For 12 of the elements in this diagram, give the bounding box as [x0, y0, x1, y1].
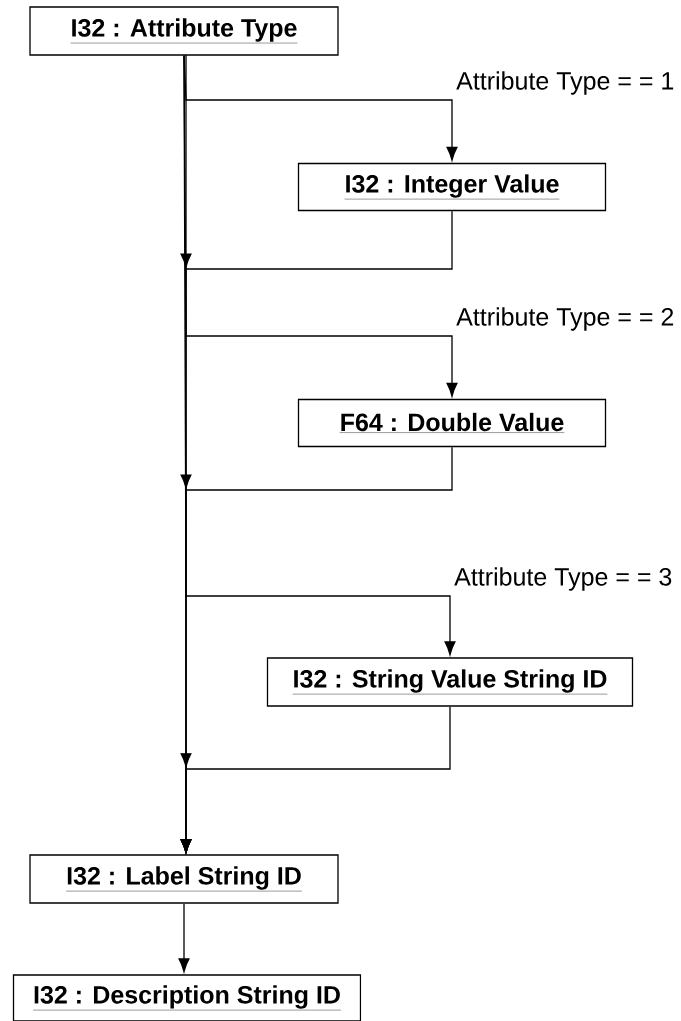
process-box: I32 : Integer Value	[297, 162, 607, 212]
process-box: I32 : Description String ID	[12, 974, 362, 1021]
edge-label: Attribute Type = = 1	[456, 71, 674, 95]
edge-label: Attribute Type = = 2	[456, 307, 674, 331]
process-box: I32 : Attribute Type	[29, 6, 339, 56]
edge-label: Attribute Type = = 3	[454, 567, 672, 591]
arrow	[183, 55, 456, 656]
arrow	[178, 903, 190, 973]
arrow	[180, 54, 192, 853]
process-box: I32 : String Value String ID	[266, 657, 634, 707]
process-box: F64 : Double Value	[297, 398, 607, 448]
process-box: I32 : Label String ID	[29, 854, 339, 904]
